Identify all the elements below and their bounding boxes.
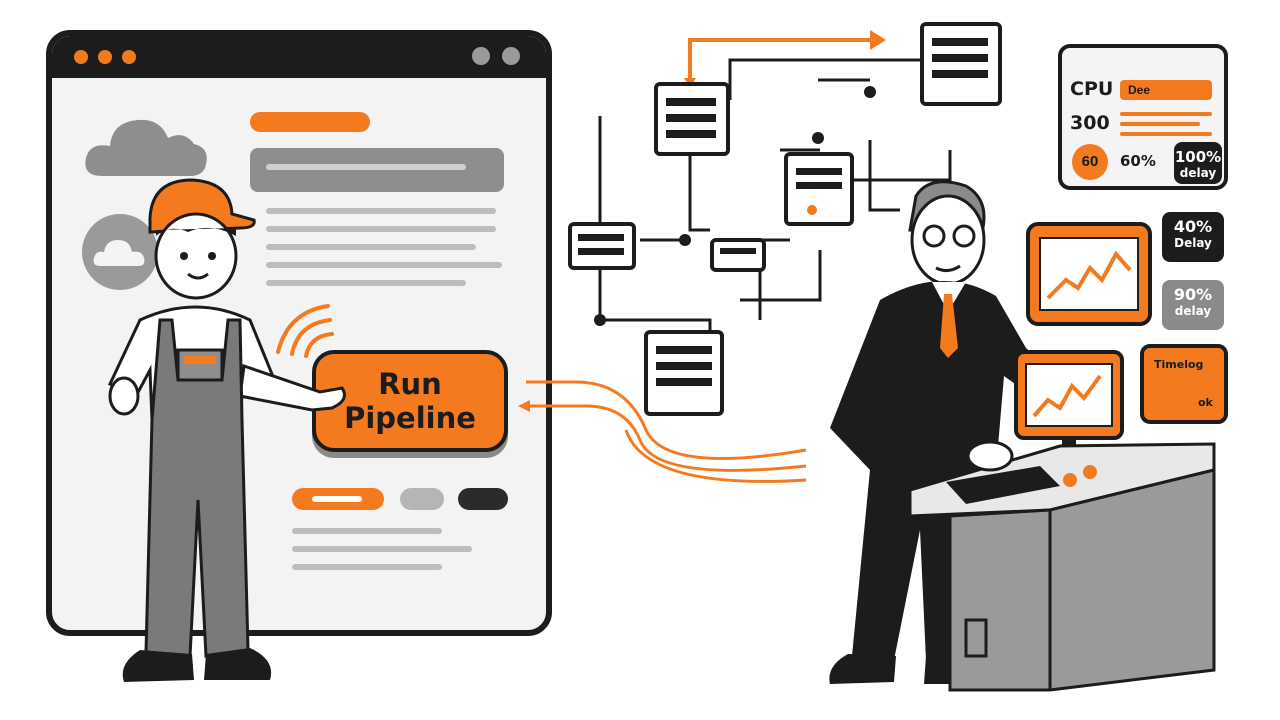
text-line: [266, 164, 466, 170]
server-rack-icon: [710, 238, 766, 272]
window-control-dot[interactable]: [122, 50, 136, 64]
window-control-grey-dot[interactable]: [472, 47, 490, 65]
server-rack-icon: [568, 222, 636, 270]
text-line: [292, 546, 472, 552]
server-rack-icon: [654, 82, 730, 156]
text-line: [266, 244, 476, 250]
data-flow-arrows: [518, 380, 807, 483]
run-pipeline-label-line2: Pipeline: [344, 401, 476, 435]
server-rack-icon: [920, 22, 1002, 106]
click-ripple-icon: [276, 304, 334, 358]
cpu-tag: Dee: [1120, 80, 1212, 100]
stat-box: 100% delay: [1174, 142, 1222, 184]
browser-title-bar: [52, 36, 546, 78]
timelog-monitor: Timelog ok: [1140, 344, 1228, 424]
text-line: [292, 564, 442, 570]
text-line: [292, 528, 442, 534]
text-line: [1120, 132, 1212, 136]
stat-box: 90% delay: [1162, 280, 1224, 330]
search-bar[interactable]: [250, 148, 504, 192]
run-pipeline-label-line1: Run: [378, 367, 442, 401]
cpu-dashboard-card: CPU 300 Dee 60 60% 100% delay: [1058, 44, 1228, 190]
worker-figure: [108, 178, 346, 682]
dark-tab-pill[interactable]: [458, 488, 508, 510]
server-rack-icon: [644, 330, 724, 416]
run-pipeline-button[interactable]: Run Pipeline: [312, 350, 508, 452]
timelog-sub: ok: [1198, 396, 1213, 409]
cpu-value: 300: [1070, 112, 1110, 134]
chart-monitor-icon: [1026, 222, 1152, 326]
window-control-dot[interactable]: [74, 50, 88, 64]
timelog-label: Timelog: [1154, 358, 1204, 371]
browser-window: [46, 30, 552, 636]
text-line: [266, 208, 496, 214]
server-rack-icon: [784, 152, 854, 226]
cloud-icon: [85, 119, 207, 176]
text-line: [266, 262, 502, 268]
window-control-grey-dot[interactable]: [502, 47, 520, 65]
cpu-percent: 60%: [1120, 152, 1156, 170]
grey-tab-pill[interactable]: [400, 488, 444, 510]
cloud-avatar-icon: [82, 214, 158, 290]
cpu-gauge: 60: [1072, 144, 1108, 180]
text-line: [312, 496, 362, 502]
cpu-label: CPU: [1070, 78, 1114, 100]
stat-box: 40% Delay: [1162, 212, 1224, 262]
text-line: [1120, 122, 1200, 126]
text-line: [266, 280, 466, 286]
window-control-dot[interactable]: [98, 50, 112, 64]
text-line: [1120, 112, 1212, 116]
text-line: [266, 226, 496, 232]
server-network-diagram: [568, 22, 1002, 416]
header-accent-bar: [250, 112, 370, 132]
engineer-at-console-figure: [829, 180, 1216, 692]
